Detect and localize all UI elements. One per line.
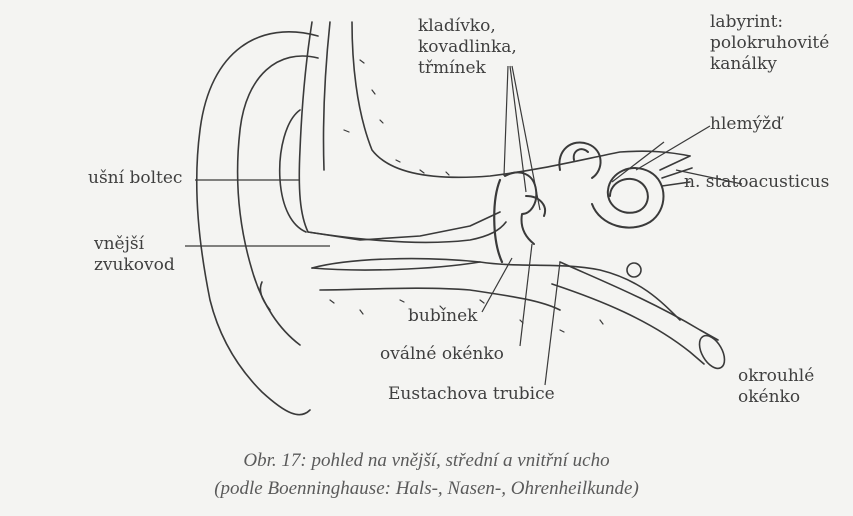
label-eardrum: bubínek xyxy=(408,306,477,327)
label-round-window: okrouhlé okénko xyxy=(738,366,814,408)
label-ear-canal-line-2: zvukovod xyxy=(94,255,175,276)
label-cochlea: hlemýžď xyxy=(710,114,782,135)
label-ear-canal-line-1: vnější xyxy=(94,234,175,255)
auricle-outline xyxy=(197,32,318,415)
ear-canal-outline xyxy=(308,222,506,242)
label-round-window-line-1: okrouhlé xyxy=(738,366,814,387)
label-auricle: ušní boltec xyxy=(88,168,182,189)
label-round-window-line-2: okénko xyxy=(738,387,814,408)
label-nerve: n. statoacusticus xyxy=(684,172,829,193)
label-oval-window: oválné okénko xyxy=(380,344,504,365)
label-eustachian-tube: Eustachova trubice xyxy=(388,384,555,405)
eardrum-shape xyxy=(494,180,502,262)
label-labyrinth-line-2: polokruhovité xyxy=(710,33,829,54)
label-ossicles-line-3: třmínek xyxy=(418,58,517,79)
label-labyrinth-line-3: kanálky xyxy=(710,54,829,75)
label-ossicles-line-1: kladívko, xyxy=(418,16,517,37)
label-labyrinth: labyrint: polokruhovité kanálky xyxy=(710,12,829,75)
cochlea-spiral xyxy=(592,168,664,228)
caption-line-2: (podle Boenninghause: Hals-, Nasen-, Ohr… xyxy=(0,478,853,500)
label-ear-canal: vnější zvukovod xyxy=(94,234,175,276)
caption-line-1: Obr. 17: pohled na vnější, střední a vni… xyxy=(0,450,853,472)
label-labyrinth-line-1: labyrint: xyxy=(710,12,829,33)
label-ossicles-line-2: kovadlinka, xyxy=(418,37,517,58)
label-ossicles: kladívko, kovadlinka, třmínek xyxy=(418,16,517,79)
